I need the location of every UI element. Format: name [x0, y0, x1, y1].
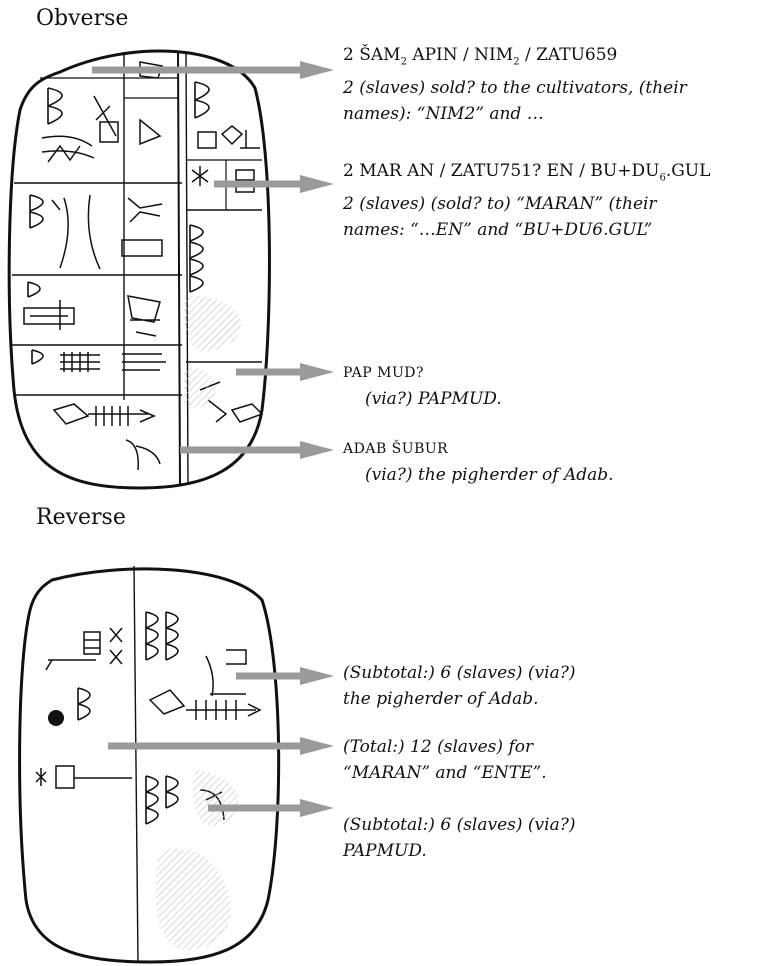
obverse-tablet [9, 51, 269, 488]
obverse-annotation-4: ADAB ŠUBUR (via?) the pigherder of Adab. [343, 436, 614, 488]
obverse-annotation-1: 2 ŠAM2 APIN / NIM2 / ZATU659 2 (slaves) … [343, 42, 687, 127]
damaged-area [184, 296, 241, 352]
reverse-annotation-2: (Total:) 12 (slaves) for “MARAN” and “EN… [343, 734, 547, 786]
reverse-annotation-3: (Subtotal:) 6 (slaves) (via?) PAPMUD. [343, 812, 575, 864]
obverse-annotation-3: PAP MUD? (via?) PAPMUD. [343, 360, 502, 412]
transliteration: 2 MAR AN / ZATU751? EN / BU+DU6.GUL [343, 158, 710, 191]
transliteration: PAP MUD? [343, 360, 502, 386]
translation-line: (Subtotal:) 6 (slaves) (via?) [343, 812, 575, 838]
transliteration: 2 ŠAM2 APIN / NIM2 / ZATU659 [343, 42, 687, 75]
reverse-tablet [20, 566, 279, 962]
translation-line: “MARAN” and “ENTE”. [343, 760, 547, 786]
translation-line: PAPMUD. [343, 838, 575, 864]
transliteration: ADAB ŠUBUR [343, 436, 614, 462]
obverse-annotation-2: 2 MAR AN / ZATU751? EN / BU+DU6.GUL 2 (s… [343, 158, 710, 243]
translation-line: (Total:) 12 (slaves) for [343, 734, 547, 760]
translation-line: 2 (slaves) sold? to the cultivators, (th… [343, 75, 687, 101]
obverse-column-divider [178, 52, 180, 485]
translation-line: names): “NIM2” and … [343, 101, 687, 127]
translation-line: (Subtotal:) 6 (slaves) (via?) [343, 660, 575, 686]
reverse-column-divider [134, 566, 138, 962]
bullet-sign [48, 710, 64, 726]
cuneiform-signs [24, 62, 262, 470]
translation-line: 2 (slaves) (sold? to) “MARAN” (their [343, 191, 710, 217]
translation-line: (via?) the pigherder of Adab. [343, 462, 614, 488]
reverse-annotation-1: (Subtotal:) 6 (slaves) (via?) the pigher… [343, 660, 575, 712]
translation-line: names: “…EN” and “BU+DU6.GUL” [343, 217, 710, 243]
translation-line: the pigherder of Adab. [343, 686, 575, 712]
translation-line: (via?) PAPMUD. [343, 386, 502, 412]
damaged-area [193, 770, 239, 826]
